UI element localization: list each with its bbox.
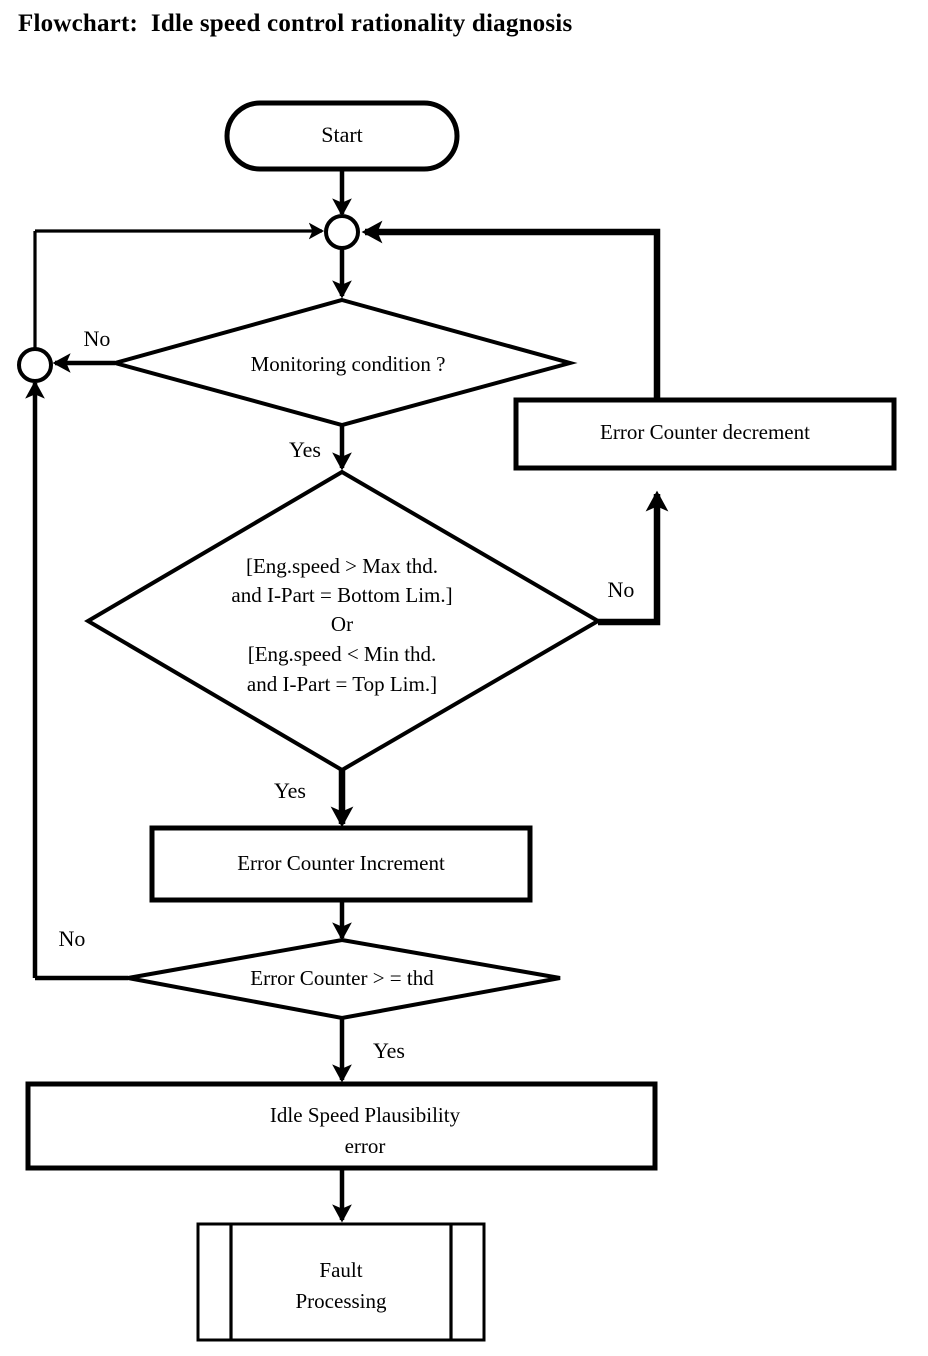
node-idle-speed-plausibility-error[interactable]: Idle Speed Plausibility error: [25, 1081, 658, 1171]
node-start-label: Start: [321, 122, 363, 147]
node-idle-speed-plausibility-line-2: error: [345, 1134, 386, 1158]
edge-label-counter-no: No: [59, 926, 86, 951]
node-counter-threshold-check-label: Error Counter > = thd: [250, 966, 434, 990]
junction-main: [324, 214, 360, 250]
node-counter-threshold-check[interactable]: Error Counter > = thd: [127, 937, 561, 1021]
node-speed-condition-line-1: [Eng.speed > Max thd.: [246, 554, 438, 578]
edge-label-condition-yes: Yes: [274, 778, 306, 803]
page-title: Flowchart: Idle speed control rationalit…: [18, 10, 573, 37]
junction-left: [17, 347, 53, 383]
node-fault-processing-line-1: Fault: [319, 1258, 362, 1282]
edge-decrement-to-junction: [361, 220, 661, 400]
node-error-counter-decrement-label: Error Counter decrement: [600, 420, 810, 444]
node-idle-speed-plausibility-line-1: Idle Speed Plausibility: [270, 1103, 461, 1127]
node-speed-condition-line-5: and I-Part = Top Lim.]: [247, 672, 437, 696]
node-speed-condition[interactable]: [Eng.speed > Max thd. and I-Part = Botto…: [84, 469, 602, 773]
node-speed-condition-line-4: [Eng.speed < Min thd.: [248, 642, 437, 666]
node-speed-condition-line-2: and I-Part = Bottom Lim.]: [231, 583, 452, 607]
node-monitoring-condition[interactable]: Monitoring condition ?: [107, 297, 578, 428]
edge-label-counter-yes: Yes: [373, 1038, 405, 1063]
node-error-counter-increment[interactable]: Error Counter Increment: [149, 825, 533, 903]
edge-label-monitoring-no: No: [84, 326, 111, 351]
node-speed-condition-line-3: Or: [331, 612, 353, 636]
node-fault-processing[interactable]: Fault Processing: [196, 1222, 486, 1342]
node-error-counter-decrement[interactable]: Error Counter decrement: [513, 397, 897, 471]
node-fault-processing-line-2: Processing: [296, 1289, 387, 1313]
edge-label-monitoring-yes: Yes: [289, 437, 321, 462]
edge-label-condition-no: No: [608, 577, 635, 602]
edge-condition-no: [598, 490, 669, 626]
node-monitoring-condition-label: Monitoring condition ?: [251, 352, 446, 376]
node-start[interactable]: Start: [224, 100, 460, 172]
node-error-counter-increment-label: Error Counter Increment: [237, 851, 445, 875]
